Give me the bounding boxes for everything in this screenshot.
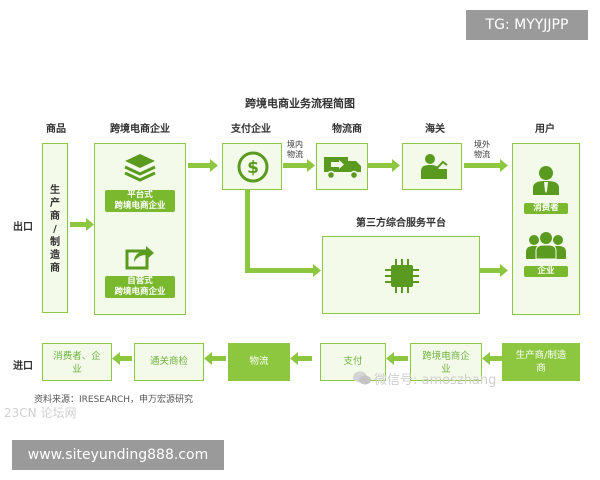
producer-char: 商: [50, 211, 60, 222]
domestic-line: 物流: [287, 150, 303, 159]
overseas-logistics-label: 境外 物流: [474, 140, 490, 160]
row-import: 进口: [13, 361, 33, 372]
overseas-line: 物流: [474, 150, 490, 159]
source-note: 资料来源：IRESEARCH，申万宏源研究: [34, 395, 194, 405]
site-watermark: 23CN 论坛网: [4, 406, 77, 420]
self-label-line: 跨境电商企业: [114, 287, 166, 297]
overseas-line: 境外: [474, 140, 490, 149]
platform-label-line: 跨境电商企业: [114, 201, 166, 211]
producer-box: 生 产 商 / 制 造 商: [42, 143, 68, 313]
import-payment-box: 支付: [320, 343, 386, 381]
third-party-box: [322, 236, 480, 314]
third-party-title: 第三方综合服务平台: [356, 218, 446, 229]
producer-char: 生: [50, 185, 60, 196]
diagram-title: 跨境电商业务流程简图: [245, 97, 355, 110]
consumer-label: 消费者: [524, 203, 568, 214]
wechat-watermark: 微信号: amoszhang: [374, 373, 497, 388]
import-customs-inspection-box: 通关商检: [134, 343, 204, 381]
import-cbe-line: 跨境电商企: [422, 351, 470, 362]
domestic-line: 境内: [287, 140, 303, 149]
layers-icon: [124, 154, 156, 182]
self-label-line: 自营式: [127, 276, 153, 286]
dollar-icon: $: [237, 151, 269, 183]
producer-char: 产: [50, 198, 60, 209]
chip-icon: [385, 259, 419, 293]
column-pay: 支付企业: [231, 124, 271, 135]
user-box: 消费者 企业: [512, 143, 580, 315]
enterprise-label: 企业: [524, 266, 568, 277]
column-customs: 海关: [425, 124, 445, 135]
consumer-icon: [533, 166, 559, 195]
column-user: 用户: [535, 124, 555, 135]
import-consumer-line: 消费者、企: [53, 351, 101, 362]
row-export: 出口: [13, 222, 33, 233]
cbe-box: 平台式 跨境电商企业 自营式 跨境电商企业: [94, 143, 186, 315]
customs-officer-icon: [421, 154, 448, 179]
svg-text:$: $: [247, 158, 259, 178]
column-cbe: 跨境电商企业: [110, 124, 170, 135]
enterprise-icon: [526, 232, 566, 260]
tg-tag: TG: MYYJJPP: [466, 10, 588, 40]
platform-label-line: 平台式: [127, 190, 153, 200]
self-operated-label: 自营式 跨境电商企业: [105, 276, 175, 298]
import-logistics-box: 物流: [228, 343, 290, 381]
import-producer-line: 生产商/制造: [515, 350, 567, 361]
wechat-icon: [353, 371, 371, 385]
import-producer-line: 商: [536, 363, 546, 374]
producer-char: /: [53, 224, 57, 235]
column-logistics: 物流商: [332, 124, 362, 135]
producer-char: 制: [50, 237, 60, 248]
site-url-banner: www.siteyunding888.com: [12, 440, 224, 470]
truck-icon: [324, 157, 361, 180]
import-consumer-line: 业: [72, 364, 82, 375]
platform-label: 平台式 跨境电商企业: [105, 190, 175, 212]
share-icon: [125, 246, 154, 270]
producer-char: 商: [50, 263, 60, 274]
import-consumer-enterprise-box: 消费者、企 业: [42, 343, 112, 381]
customs-box: [402, 143, 462, 190]
column-goods: 商品: [46, 124, 66, 135]
domestic-logistics-label: 境内 物流: [287, 140, 303, 160]
import-cbe-line: 业: [441, 364, 451, 375]
payment-box: $: [222, 143, 282, 190]
logistics-box: [316, 143, 368, 190]
import-cbe-box: 跨境电商企 业: [410, 343, 482, 381]
import-producer-box: 生产商/制造 商: [502, 343, 580, 381]
producer-char: 造: [50, 250, 60, 261]
